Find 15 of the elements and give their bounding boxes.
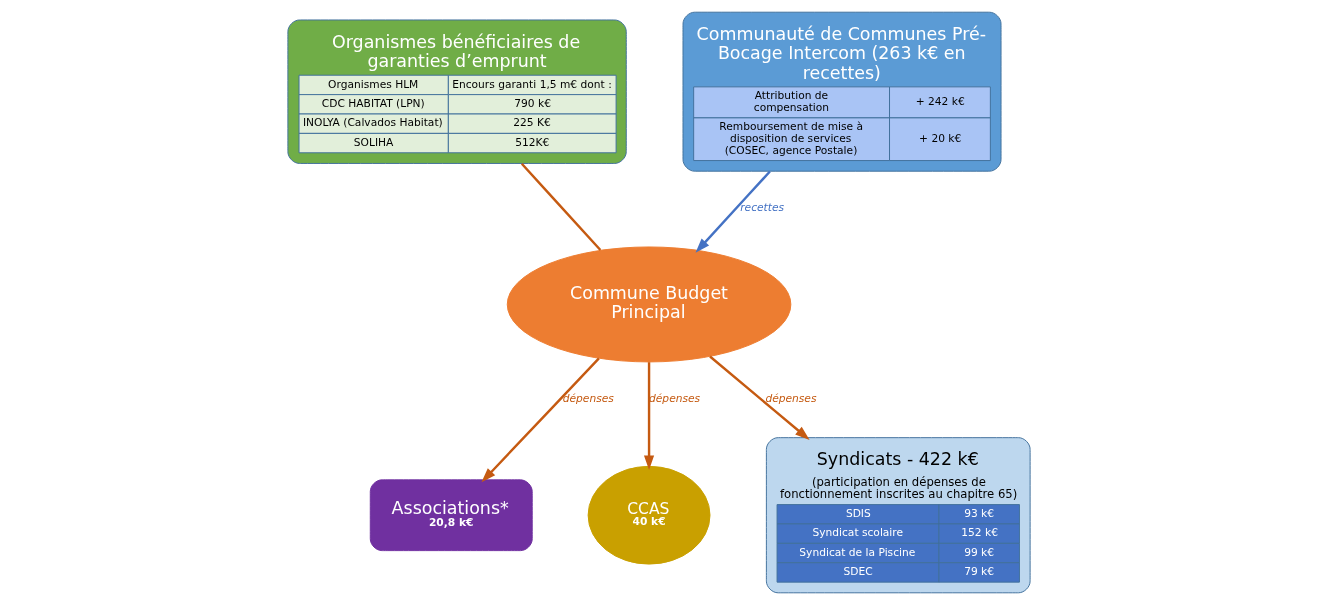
edge-label: dépenses <box>562 391 614 405</box>
connector <box>520 162 602 251</box>
arrow <box>695 170 771 253</box>
edge-label: recettes <box>740 200 785 214</box>
node-ellipse: CCAS 40 k€ <box>587 465 711 565</box>
node-box: Communauté de Communes Pré-Bocage Intercom (263 k€ en recettes) Attribution de compensation + 242 k€ Remboursement de mise à disposition de services (COSEC, agence Postale) + 20 k€ <box>682 11 1002 172</box>
arrow <box>709 355 810 440</box>
node-box: Syndicats - 422 k€ (participation en dépenses de fonctionnement inscrites au chapitre 65) SDIS 93 k€ Syndicat scolaire 152 k€ Syndicat de la Piscine 99 k€ SDEC 79 k€ <box>765 437 1031 594</box>
node-box: Associations* 20,8 k€ <box>369 479 533 552</box>
arrow <box>643 362 655 470</box>
node-box: Organismes bénéficiaires de garanties d’emprunt Organismes HLM Encours garanti 1,5 m€ dont : CDC HABITAT (LPN) 790 k€ INOLYA (Calvados Habitat) 225 K€ SOLIHA 512K€ <box>287 19 627 164</box>
edge-label: dépenses <box>765 391 817 405</box>
edge-label: dépenses <box>649 391 701 405</box>
node-ellipse: Commune Budget Principal <box>506 246 792 363</box>
arrow <box>481 357 600 483</box>
